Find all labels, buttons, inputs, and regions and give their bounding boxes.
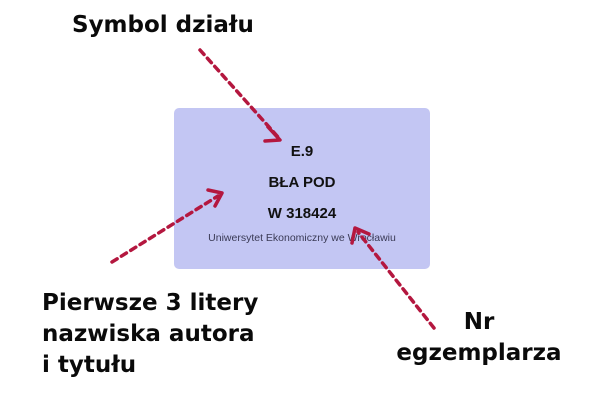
callout-letters-line-3: i tytułu — [42, 352, 137, 379]
label-copy-number: W 318424 — [267, 205, 337, 222]
callout-letters-line-1: Pierwsze 3 litery — [42, 290, 259, 316]
callout-letters-line-2: nazwiska autora — [42, 321, 255, 348]
callout-copy-number: Nr egzemplarza — [384, 307, 574, 369]
callout-copy-line-1: Nr — [463, 309, 495, 335]
label-section-symbol: E.9 — [290, 143, 314, 160]
callout-section-symbol: Symbol działu — [72, 10, 254, 41]
callout-copy-line-2: egzemplarza — [396, 340, 562, 367]
label-author-title: BŁA POD — [268, 174, 336, 191]
label-institution: Uniwersytet Ekonomiczny we Wrocławiu — [208, 232, 396, 244]
callout-section-symbol-text: Symbol działu — [72, 12, 254, 38]
callout-author-title-letters: Pierwsze 3 litery nazwiska autora i tytu… — [42, 288, 282, 381]
call-number-label: E.9 BŁA POD W 318424 Uniwersytet Ekonomi… — [174, 108, 430, 269]
